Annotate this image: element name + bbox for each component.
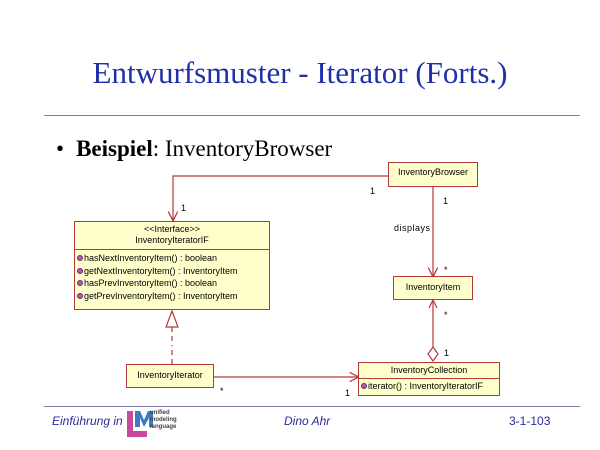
multiplicity-label: * (444, 310, 448, 320)
multiplicity-label: * (444, 265, 448, 275)
uml-logo-icon (127, 411, 153, 437)
bullet-dot: • (56, 136, 65, 161)
multiplicity-label: 1 (444, 348, 450, 358)
footer-page-number: 3-1-103 (509, 414, 551, 428)
uml-logo-text: unified modeling language (150, 410, 177, 431)
bullet-item: • Beispiel: InventoryBrowser (56, 136, 332, 162)
bullet-bold-text: Beispiel (76, 136, 153, 161)
operation-icon (77, 280, 83, 287)
footer-author: Dino Ahr (284, 414, 331, 428)
multiplicity-label: 1 (370, 186, 376, 196)
multiplicity-label: 1 (443, 196, 449, 206)
class-inventory-iterator: InventoryIterator (126, 364, 214, 388)
class-inventory-browser: InventoryBrowser (388, 162, 478, 187)
class-name: InventoryIterator (137, 370, 203, 380)
class-name: InventoryCollection (390, 365, 468, 375)
operations-list: hasNextInventoryItem() : boolean getNext… (75, 250, 269, 302)
operation-text: getNextInventoryItem() : InventoryItem (84, 265, 238, 276)
generalization-triangle (165, 309, 179, 328)
operations-list: iterator() : InventoryIteratorIF (359, 379, 499, 393)
association-label: displays (394, 223, 431, 233)
aggregation-diamond (427, 345, 439, 363)
class-inventory-iterator-if: <<Interface>> InventoryIteratorIF hasNex… (74, 221, 270, 310)
operation-icon (77, 292, 83, 299)
multiplicity-label: 1 (181, 203, 187, 213)
operation-icon (77, 267, 83, 274)
stereotype-label: <<Interface>> (143, 224, 201, 234)
slide-title: Entwurfsmuster - Iterator (Forts.) (92, 55, 508, 90)
multiplicity-label: * (220, 386, 224, 396)
operation: getPrevInventoryItem() : InventoryItem (77, 290, 269, 303)
class-name: InventoryIteratorIF (135, 235, 209, 245)
operation-text: hasPrevInventoryItem() : boolean (84, 278, 218, 288)
footer-left-text: Einführung in (52, 414, 123, 428)
class-inventory-item: InventoryItem (393, 276, 473, 300)
operation: hasNextInventoryItem() : boolean (77, 252, 269, 265)
logo-line: language (150, 424, 177, 430)
operation-icon (77, 255, 83, 262)
class-separator (75, 249, 269, 250)
operation: getNextInventoryItem() : InventoryItem (77, 265, 269, 278)
operation-text: hasNextInventoryItem() : boolean (84, 253, 218, 263)
footer-divider (44, 406, 580, 407)
logo-line: unified (150, 410, 170, 416)
logo-line: modeling (150, 417, 177, 423)
assoc-aggregation-arrowhead (428, 298, 438, 309)
class-name: InventoryItem (405, 282, 461, 292)
operation-text: getPrevInventoryItem() : InventoryItem (84, 290, 238, 301)
bullet-text: : InventoryBrowser (152, 136, 333, 161)
title-divider (44, 115, 580, 116)
multiplicity-label: 1 (345, 388, 351, 398)
operation-text: iterator() : InventoryIteratorIF (368, 381, 484, 391)
class-name: InventoryBrowser (397, 167, 469, 177)
operation: iterator() : InventoryIteratorIF (361, 380, 499, 393)
class-separator (359, 378, 499, 379)
operation-icon (361, 383, 367, 390)
class-inventory-collection: InventoryCollection iterator() : Invento… (358, 362, 500, 396)
assoc-browser-iteratorif (173, 175, 388, 220)
operation: hasPrevInventoryItem() : boolean (77, 277, 269, 290)
